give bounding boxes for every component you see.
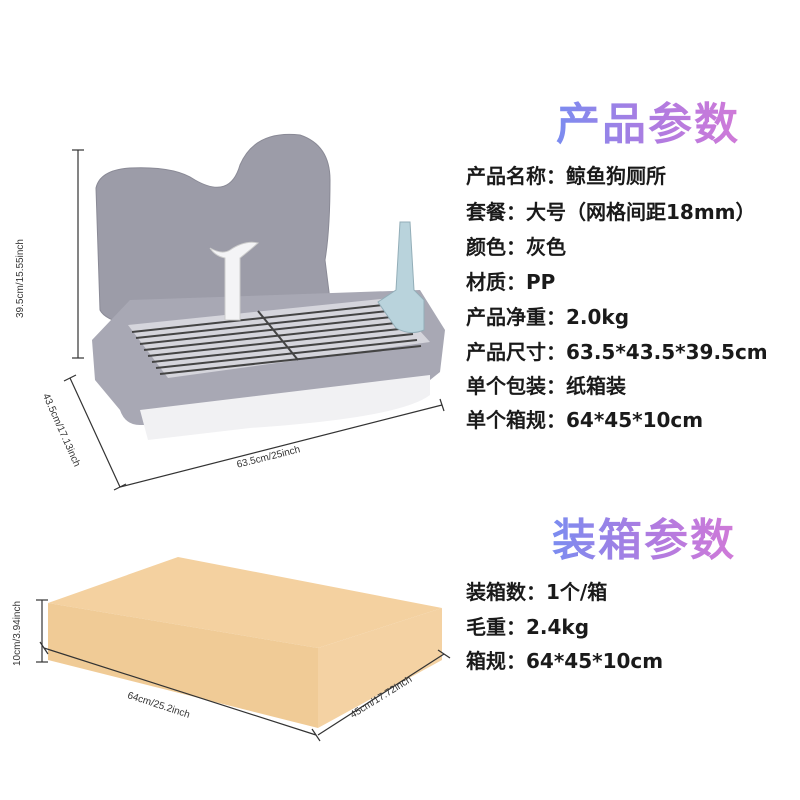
box-dim-height: 10cm/3.94inch <box>12 600 23 666</box>
box-spec-size: 箱规：64*45*10cm <box>466 649 664 673</box>
box-params-heading: 装箱参数 <box>552 504 736 568</box>
box-spec-gross-weight: 毛重：2.4kg <box>466 615 590 639</box>
spec-color: 颜色：灰色 <box>466 235 566 259</box>
dimension-lines <box>63 149 445 491</box>
box-spec-quantity: 装箱数：1个/箱 <box>466 580 608 604</box>
spec-package: 套餐：大号（网格间距18mm） <box>466 200 756 224</box>
product-params-heading: 产品参数 <box>556 88 740 152</box>
box-dimension-lines <box>36 599 451 742</box>
spec-box-size: 单个箱规：64*45*10cm <box>466 408 704 432</box>
spec-product-name: 产品名称：鲸鱼狗厕所 <box>466 164 666 188</box>
pee-post <box>209 241 260 321</box>
box-side <box>318 608 442 728</box>
grid-lines <box>131 303 422 375</box>
tray-white <box>140 375 430 440</box>
scooper <box>377 221 425 334</box>
box-top <box>48 557 442 648</box>
spec-product-size: 产品尺寸：63.5*43.5*39.5cm <box>466 340 768 364</box>
spec-material: 材质：PP <box>466 270 556 294</box>
box-front <box>48 603 318 728</box>
spec-net-weight: 产品净重：2.0kg <box>466 305 630 329</box>
dim-height: 39.5cm/15.55inch <box>15 239 26 318</box>
spec-packaging: 单个包装：纸箱装 <box>466 374 626 398</box>
